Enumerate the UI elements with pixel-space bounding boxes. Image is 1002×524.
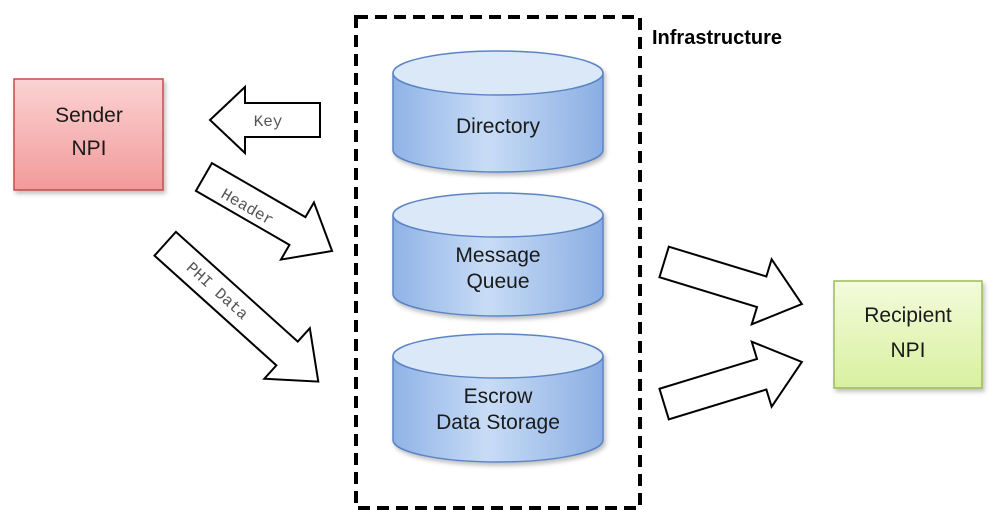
escrow-storage-cylinder xyxy=(392,333,604,463)
message-queue-cylinder xyxy=(392,192,604,317)
escrow-to-recipient-arrow xyxy=(658,340,804,421)
sender-label-line1: Sender xyxy=(55,104,123,127)
directory-cylinder xyxy=(392,50,604,173)
infrastructure-boundary xyxy=(354,15,642,510)
recipient-box xyxy=(833,280,983,389)
queue-to-recipient-arrow xyxy=(658,245,804,326)
infrastructure-title: Infrastructure xyxy=(652,27,782,49)
directory-label: Directory xyxy=(456,115,541,138)
escrow-label-line1: Escrow xyxy=(464,385,534,408)
escrow-label-line2: Data Storage xyxy=(436,411,560,434)
header-arrow xyxy=(194,161,334,261)
message-queue-label-line1: Message xyxy=(455,244,540,267)
recipient-label-line1: Recipient xyxy=(864,304,952,327)
key-arrow xyxy=(208,84,321,156)
key-arrow-label: Key xyxy=(254,113,283,131)
recipient-label-line2: NPI xyxy=(890,339,925,362)
message-queue-label-line2: Queue xyxy=(466,270,529,293)
sender-label-line2: NPI xyxy=(71,137,106,160)
sender-box xyxy=(13,78,164,191)
phi-data-arrow xyxy=(153,230,320,383)
